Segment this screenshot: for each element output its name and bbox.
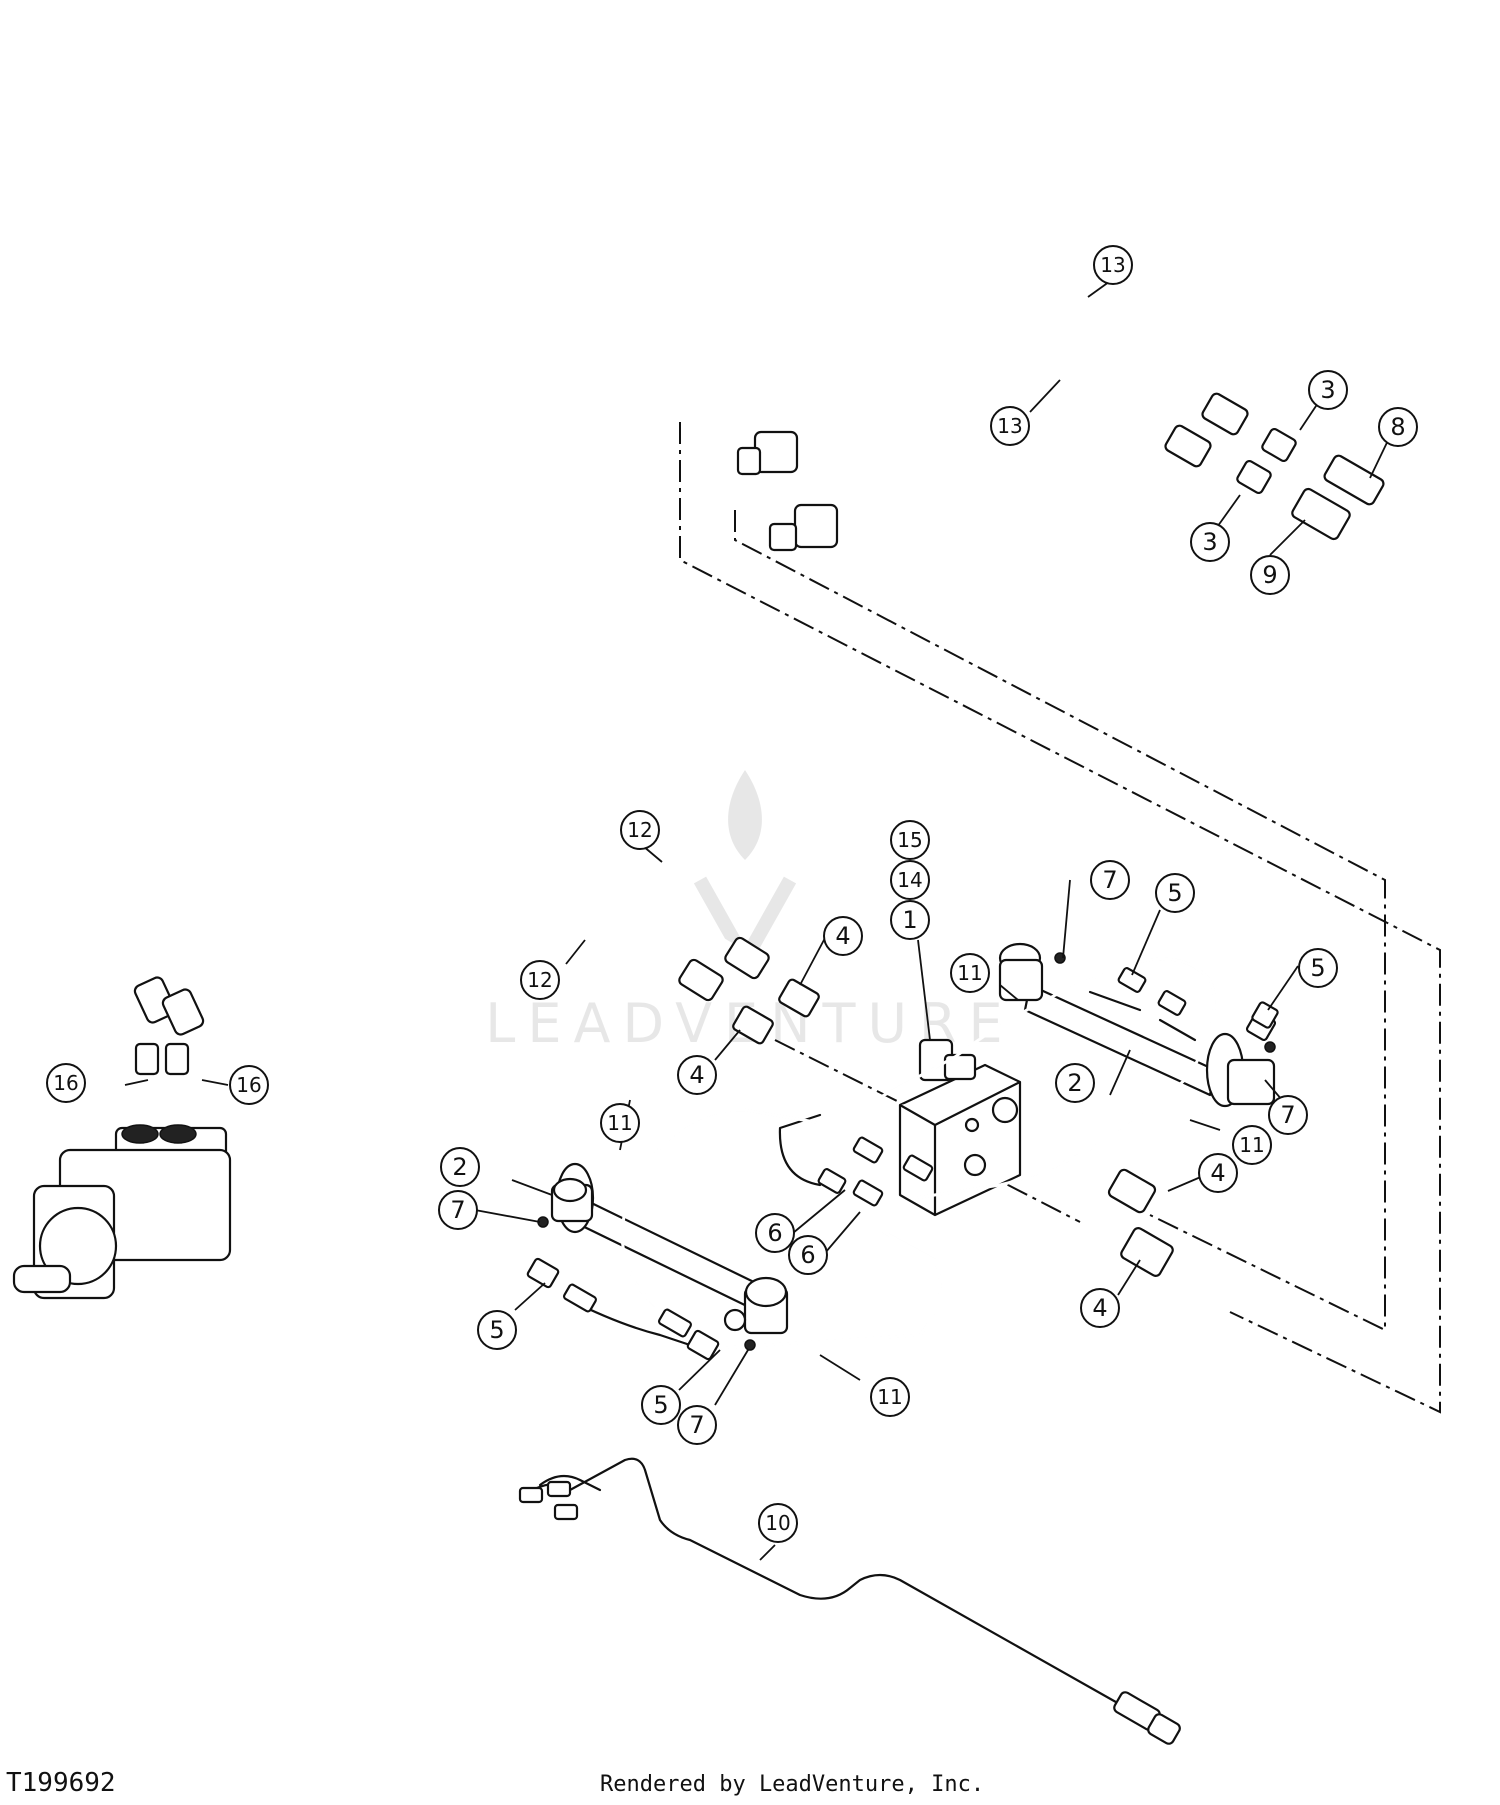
svg-text:11: 11 (957, 961, 982, 985)
callout-2-b: 2 (440, 1147, 480, 1187)
figure-id: T199692 (6, 1768, 116, 1798)
svg-text:8: 8 (1390, 413, 1405, 441)
wire-harness-10 (518, 1457, 1181, 1745)
callout-11-b: 11 (1232, 1125, 1272, 1165)
svg-text:2: 2 (1067, 1069, 1082, 1097)
svg-text:11: 11 (607, 1111, 632, 1135)
callout-7-d: 7 (677, 1405, 717, 1445)
svg-text:6: 6 (767, 1219, 782, 1247)
svg-text:1: 1 (902, 906, 917, 934)
svg-text:11: 11 (877, 1385, 902, 1409)
small-fittings (526, 952, 1279, 1361)
callout-6-b: 6 (788, 1235, 828, 1275)
callout-6-a: 6 (755, 1213, 795, 1253)
callout-5-a: 5 (1155, 873, 1195, 913)
hose-13-upper (736, 164, 1249, 552)
callout-9: 9 (1250, 555, 1290, 595)
hose-12-lower (133, 842, 770, 1036)
callout-2-a: 2 (1055, 1063, 1095, 1103)
svg-text:12: 12 (627, 818, 652, 842)
svg-text:13: 13 (1100, 253, 1125, 277)
svg-text:3: 3 (1202, 528, 1217, 556)
callout-7-b: 7 (1268, 1095, 1308, 1135)
callout-1: 1 (890, 900, 930, 940)
callout-4-b: 4 (677, 1055, 717, 1095)
svg-text:4: 4 (689, 1061, 704, 1089)
callout-10: 10 (758, 1503, 798, 1543)
callout-13-b: 13 (990, 406, 1030, 446)
callout-12-a: 12 (620, 810, 660, 850)
fittings-4 (732, 978, 1174, 1277)
svg-text:3: 3 (1320, 376, 1335, 404)
callout-13-a: 13 (1093, 245, 1133, 285)
callout-5-d: 5 (641, 1385, 681, 1425)
callout-11-c: 11 (600, 1103, 640, 1143)
callout-4-c: 4 (1198, 1153, 1238, 1193)
svg-text:7: 7 (1102, 866, 1117, 894)
svg-text:9: 9 (1262, 561, 1277, 589)
svg-text:7: 7 (1280, 1101, 1295, 1129)
render-credit: Rendered by LeadVenture, Inc. (600, 1772, 985, 1797)
svg-text:11: 11 (1239, 1133, 1264, 1157)
svg-text:5: 5 (489, 1316, 504, 1344)
svg-text:4: 4 (835, 922, 850, 950)
svg-text:10: 10 (765, 1511, 790, 1535)
svg-text:14: 14 (897, 868, 922, 892)
svg-text:15: 15 (897, 828, 922, 852)
svg-text:2: 2 (452, 1153, 467, 1181)
callout-16-b: 16 (229, 1065, 269, 1105)
callout-11-d: 11 (870, 1377, 910, 1417)
svg-text:5: 5 (1310, 954, 1325, 982)
callout-5-c: 5 (477, 1310, 517, 1350)
tube-lines-11 (568, 957, 1216, 1350)
motor-assembly (12, 1042, 232, 1300)
callout-3-a: 3 (1308, 370, 1348, 410)
callout-16-a: 16 (46, 1063, 86, 1103)
callout-4-a: 4 (823, 916, 863, 956)
callout-3-b: 3 (1190, 522, 1230, 562)
callout-4-d: 4 (1080, 1288, 1120, 1328)
svg-text:4: 4 (1092, 1294, 1107, 1322)
cylinders (550, 942, 1276, 1335)
callout-7-c: 7 (438, 1190, 478, 1230)
svg-text:5: 5 (653, 1391, 668, 1419)
svg-text:16: 16 (236, 1073, 261, 1097)
svg-text:7: 7 (689, 1411, 704, 1439)
svg-text:13: 13 (997, 414, 1022, 438)
svg-text:4: 4 (1210, 1159, 1225, 1187)
callout-14: 14 (890, 860, 930, 900)
callout-15: 15 (890, 820, 930, 860)
svg-text:16: 16 (53, 1071, 78, 1095)
callout-8: 8 (1378, 407, 1418, 447)
fittings-upper (1236, 427, 1385, 541)
svg-text:6: 6 (800, 1241, 815, 1269)
callout-11-a: 11 (950, 953, 990, 993)
callout-7-a: 7 (1090, 860, 1130, 900)
svg-text:5: 5 (1167, 879, 1182, 907)
valve-block (898, 1038, 1022, 1217)
callout-12-b: 12 (520, 960, 560, 1000)
svg-text:7: 7 (450, 1196, 465, 1224)
callout-5-b: 5 (1298, 948, 1338, 988)
svg-text:12: 12 (527, 968, 552, 992)
